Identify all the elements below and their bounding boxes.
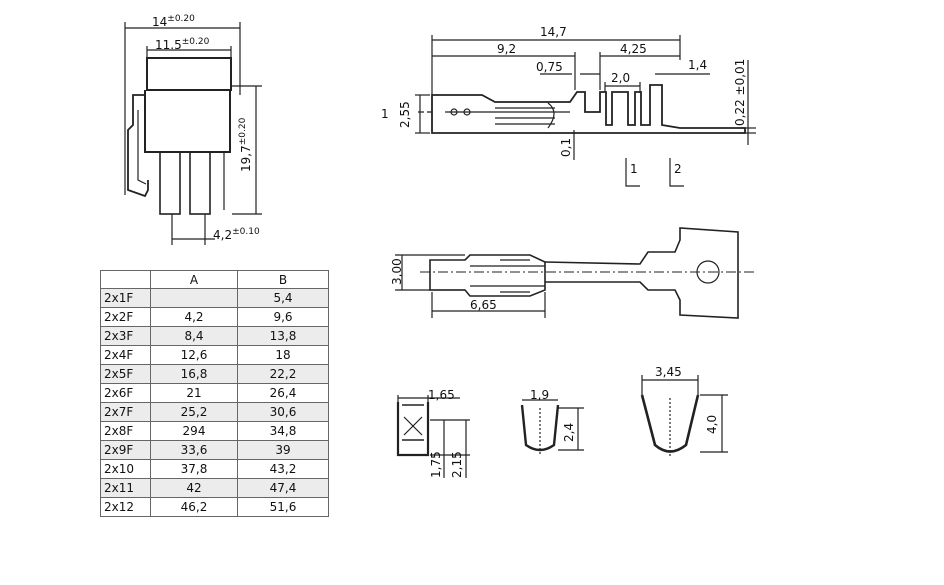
- housing-height-value: 19,7: [239, 145, 253, 172]
- table-cell-b: 39: [237, 440, 329, 460]
- housing-inner-value: 11.5: [155, 38, 182, 52]
- section-marker-left: 1: [381, 107, 389, 121]
- table-cell-type: 2x5F: [100, 364, 151, 384]
- section3-width-label: 3,45: [655, 365, 682, 379]
- table-cell-a: 33,6: [150, 440, 238, 460]
- housing-height-tolerance: ±0.20: [238, 117, 248, 146]
- section1-height1-label: 1,75: [429, 451, 443, 478]
- terminal-side-view: [415, 35, 756, 187]
- housing-inner-tolerance: ±0.20: [181, 37, 210, 47]
- table-cell-type: 2x7F: [100, 402, 151, 422]
- table-cell-b: 30,6: [237, 402, 329, 422]
- table-cell-b: 43,2: [237, 459, 329, 479]
- section1-height2-label: 2,15: [450, 451, 464, 478]
- table-header-row: A B: [100, 270, 329, 289]
- table-cell-b: 9,6: [237, 307, 329, 327]
- housing-width-label: 14±0.20: [152, 12, 195, 29]
- table-cell-a: 16,8: [150, 364, 238, 384]
- housing-width-value: 14: [152, 15, 168, 29]
- cross-section-1: [396, 395, 470, 478]
- table-header-b: B: [237, 270, 329, 289]
- left-segment-label: 9,2: [497, 42, 517, 56]
- table-cell-a: 25,2: [150, 402, 238, 422]
- table-cell-type: 2x8F: [100, 421, 151, 441]
- table-header-type: [100, 270, 151, 289]
- cross-section-3: [640, 375, 728, 458]
- gap-20-label: 2,0: [611, 71, 631, 85]
- table-cell-a: 12,6: [150, 345, 238, 365]
- table-cell-type: 2x3F: [100, 326, 151, 346]
- top-length-label: 6,65: [470, 298, 497, 312]
- housing-width-tolerance: ±0.20: [167, 14, 195, 24]
- table-cell-a: [150, 288, 238, 308]
- table-cell-type: 2x9F: [100, 440, 151, 460]
- housing-front-view: [124, 22, 262, 245]
- section3-height-label: 4,0: [705, 414, 719, 434]
- tab-14-label: 1,4: [688, 58, 708, 72]
- section1-width-label: 1,65: [428, 388, 455, 402]
- housing-inner-label: 11.5±0.20: [155, 35, 209, 52]
- table-cell-a: 37,8: [150, 459, 238, 479]
- table-cell-b: 26,4: [237, 383, 329, 403]
- table-cell-b: 5,4: [237, 288, 329, 308]
- section-2-label: 2: [674, 162, 682, 176]
- table-cell-b: 47,4: [237, 478, 329, 498]
- overall-length-label: 14,7: [540, 25, 567, 39]
- section2-height-label: 2,4: [562, 422, 576, 442]
- housing-pitch-value: 4,2: [213, 228, 233, 242]
- table-cell-a: 4,2: [150, 307, 238, 327]
- section2-width-label: 1,9: [530, 388, 550, 402]
- housing-pitch-tolerance: ±0.10: [232, 227, 260, 237]
- section-1-label: 1: [630, 162, 638, 176]
- table-cell-type: 2x1F: [100, 288, 151, 308]
- gap-075-label: 0,75: [536, 60, 563, 74]
- thickness-label: 0,1: [559, 137, 573, 157]
- housing-height-label: 19,7±0.20: [236, 118, 253, 172]
- table-cell-b: 18: [237, 345, 329, 365]
- table-header-a: A: [150, 270, 238, 289]
- table-cell-type: 2x2F: [100, 307, 151, 327]
- table-cell-a: 21: [150, 383, 238, 403]
- cross-section-2: [520, 399, 584, 455]
- table-cell-type: 2x6F: [100, 383, 151, 403]
- table-cell-a: 42: [150, 478, 238, 498]
- table-cell-b: 51,6: [237, 497, 329, 517]
- table-cell-type: 2x12: [100, 497, 151, 517]
- table-row: 2x1F 5,4: [100, 288, 329, 308]
- table-cell-type: 2x11: [100, 478, 151, 498]
- table-cell-b: 34,8: [237, 421, 329, 441]
- table-cell-a: 294: [150, 421, 238, 441]
- table-cell-type: 2x4F: [100, 345, 151, 365]
- table-cell-type: 2x10: [100, 459, 151, 479]
- housing-pitch-label: 4,2±0.10: [213, 225, 260, 242]
- terminal-top-view: [395, 227, 755, 319]
- table-cell-a: 8,4: [150, 326, 238, 346]
- top-width-label: 3,00: [390, 258, 404, 285]
- table-cell-b: 13,8: [237, 326, 329, 346]
- right-segment-label: 4,25: [620, 42, 647, 56]
- strip-thickness-label: 0,22 ±0,01: [733, 58, 747, 126]
- side-height-label: 2,55: [398, 101, 412, 128]
- table-cell-a: 46,2: [150, 497, 238, 517]
- table-cell-b: 22,2: [237, 364, 329, 384]
